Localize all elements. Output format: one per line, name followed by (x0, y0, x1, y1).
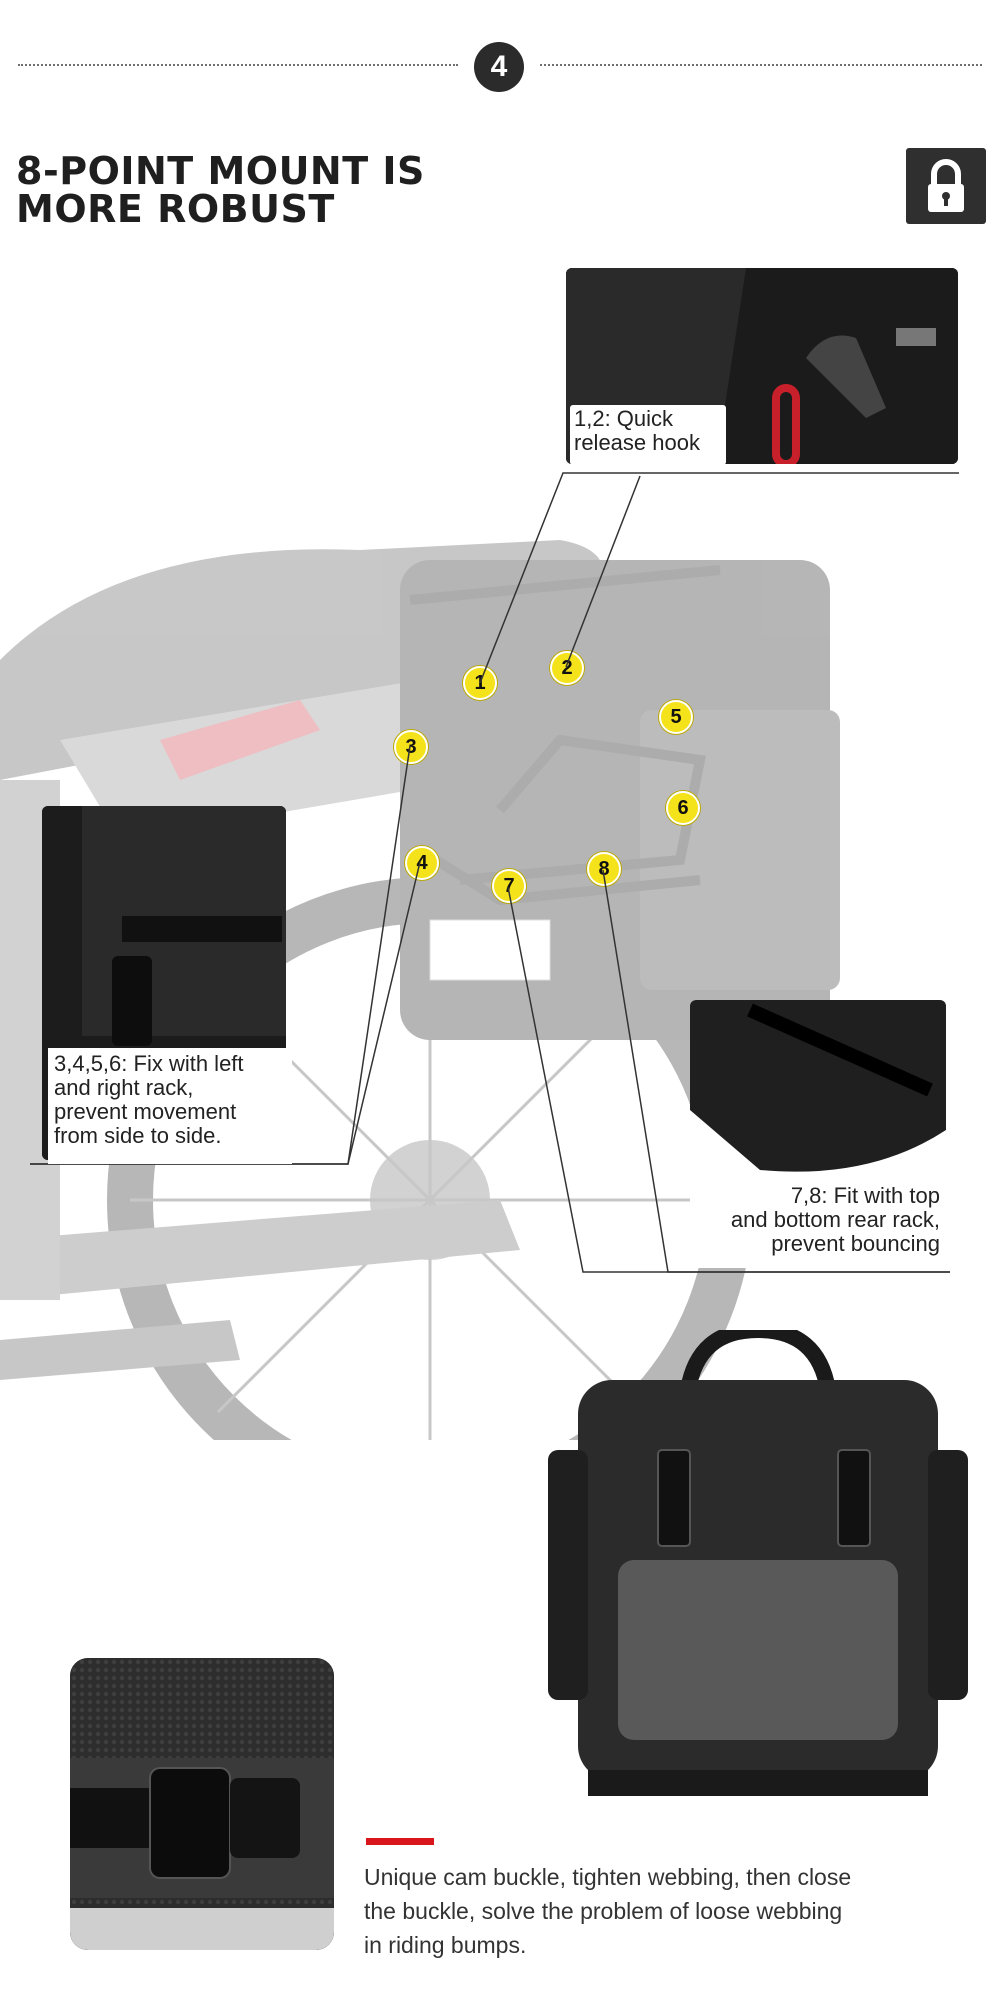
side-rack-line-2: and right rack, (54, 1075, 194, 1100)
header-divider-left (18, 64, 458, 66)
top-bottom-line-3: prevent bouncing (771, 1231, 940, 1256)
lock-icon (928, 159, 964, 212)
top-bottom-caption: 7,8: Fit with top and bottom rear rack, … (700, 1184, 940, 1262)
quick-release-caption: 1,2: Quick release hook (570, 405, 726, 465)
side-rack-caption: 3,4,5,6: Fix with left and right rack, p… (48, 1048, 292, 1164)
side-rack-line-1: 3,4,5,6: Fix with left (54, 1051, 244, 1076)
lock-badge (906, 148, 986, 224)
saddle-bag-product-image (548, 1330, 968, 1796)
header-divider-right (540, 64, 982, 66)
mount-marker-5: 5 (659, 700, 693, 734)
side-rack-line-4: from side to side. (54, 1123, 222, 1148)
buckle-description-line-2: the buckle, solve the problem of loose w… (364, 1898, 843, 1924)
mount-marker-2: 2 (550, 651, 584, 685)
quick-release-line-2: release hook (574, 430, 700, 455)
title-line-1: 8-POINT MOUNT IS (16, 149, 425, 193)
mount-marker-6: 6 (666, 791, 700, 825)
step-badge: 4 (474, 42, 524, 92)
buckle-description: Unique cam buckle, tighten webbing, then… (364, 1860, 924, 1962)
side-rack-line-3: prevent movement (54, 1099, 237, 1124)
cam-buckle-photo (70, 1658, 334, 1950)
page-title: 8-POINT MOUNT IS MORE ROBUST (16, 152, 425, 228)
side-buckle-image (42, 806, 286, 1160)
top-bottom-line-1: 7,8: Fit with top (790, 1183, 940, 1208)
mount-marker-3: 3 (394, 730, 428, 764)
top-bottom-line-2: and bottom rear rack, (730, 1207, 940, 1232)
title-line-2: MORE ROBUST (16, 187, 335, 231)
mount-marker-4: 4 (405, 846, 439, 880)
cam-buckle-image (70, 1658, 334, 1950)
leader-lines (30, 472, 959, 1273)
mount-marker-7: 7 (492, 869, 526, 903)
quick-release-line-1: 1,2: Quick (574, 406, 674, 431)
buckle-description-line-3: in riding bumps. (364, 1932, 527, 1958)
accent-bar (366, 1838, 434, 1845)
buckle-description-line-1: Unique cam buckle, tighten webbing, then… (364, 1864, 852, 1890)
